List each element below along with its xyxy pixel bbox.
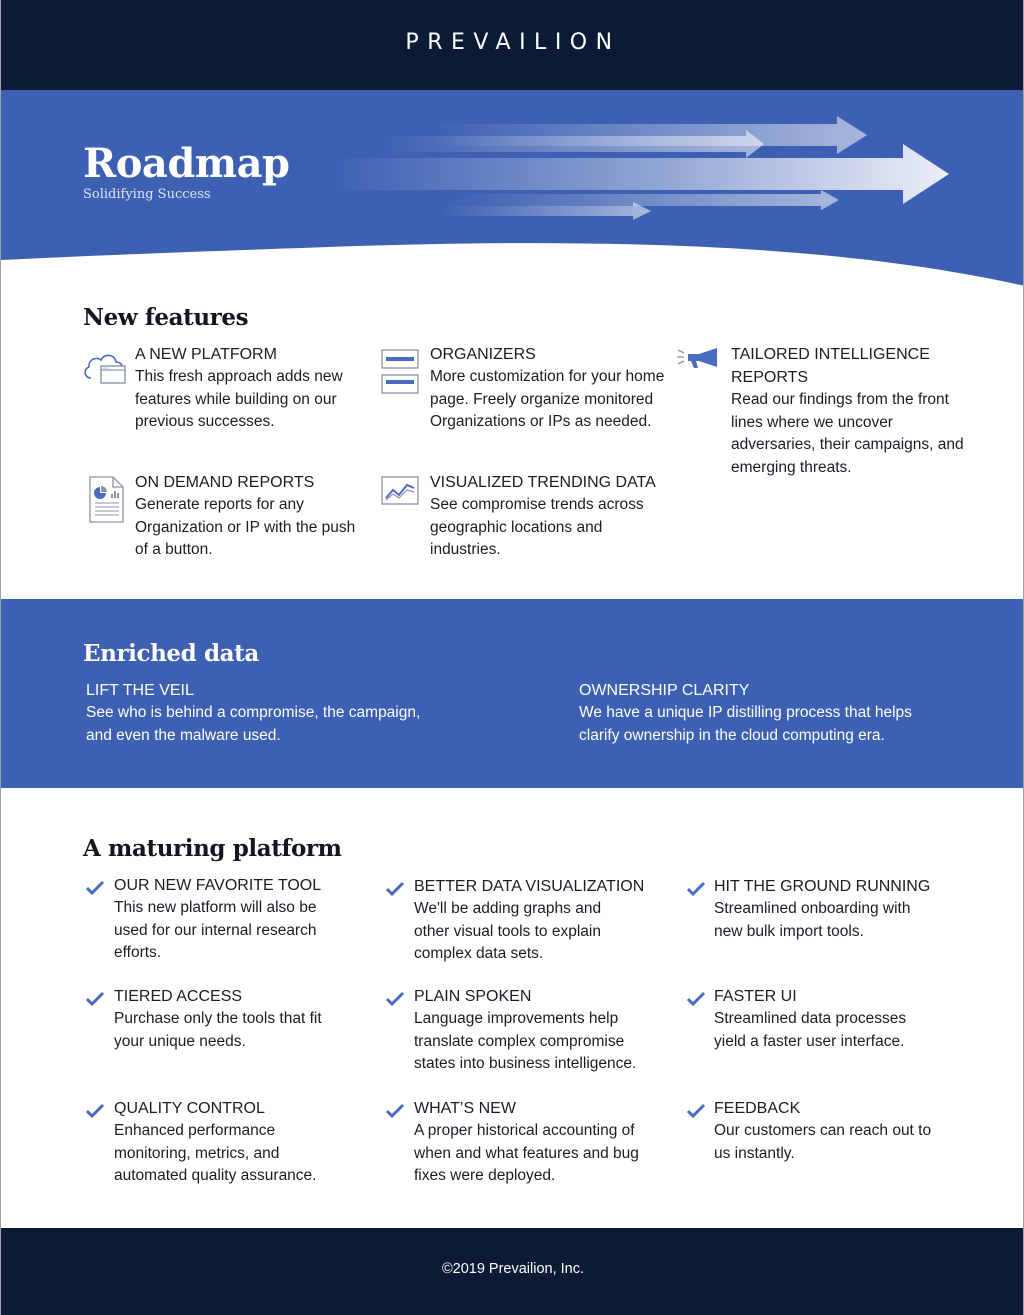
- feature-description: This fresh approach adds new features wh…: [135, 368, 343, 431]
- maturing-title: FASTER UI: [714, 988, 797, 1005]
- maturing-item-plain-spoken: PLAIN SPOKEN Language improvements help …: [414, 985, 654, 1076]
- enriched-item-lift-the-veil: LIFT THE VEIL See who is behind a compro…: [86, 679, 446, 747]
- enriched-item-ownership-clarity: OWNERSHIP CLARITY We have a unique IP di…: [579, 679, 939, 747]
- maturing-description: A proper historical accounting of when a…: [414, 1122, 639, 1185]
- checkmark-icon: [686, 1103, 706, 1119]
- feature-title: TAILORED INTELLIGENCE REPORTS: [731, 346, 930, 386]
- maturing-title: TIERED ACCESS: [114, 988, 243, 1005]
- maturing-item-whats-new: WHAT’S NEW A proper historical accountin…: [414, 1097, 654, 1188]
- footer: ©2019 Prevailion, Inc.: [1, 1228, 1023, 1315]
- maturing-description: Language improvements help translate com…: [414, 1010, 637, 1073]
- maturing-title: OUR NEW FAVORITE TOOL: [114, 877, 322, 894]
- feature-title: VISUALIZED TRENDING DATA: [430, 474, 656, 491]
- feature-description: Read our findings from the front lines w…: [731, 391, 964, 477]
- maturing-item-feedback: FEEDBACK Our customers can reach out to …: [714, 1097, 954, 1165]
- checkmark-icon: [686, 991, 706, 1007]
- maturing-description: We'll be adding graphs and other visual …: [414, 900, 602, 963]
- copyright-text: ©2019 Prevailion, Inc.: [441, 1261, 585, 1277]
- enriched-data-heading: Enriched data: [83, 640, 259, 667]
- new-features-heading: New features: [83, 304, 249, 331]
- enriched-title: LIFT THE VEIL: [86, 682, 194, 699]
- maturing-description: Purchase only the tools that fit your un…: [114, 1010, 322, 1050]
- feature-on-demand-reports: ON DEMAND REPORTS Generate reports for a…: [135, 471, 365, 562]
- feature-description: Generate reports for any Organization or…: [135, 496, 356, 559]
- maturing-item-hit-ground-running: HIT THE GROUND RUNNING Streamlined onboa…: [714, 875, 954, 943]
- maturing-item-faster-ui: FASTER UI Streamlined data processes yie…: [714, 985, 954, 1053]
- maturing-title: FEEDBACK: [714, 1100, 801, 1117]
- top-bar: PREVAILION: [1, 0, 1023, 90]
- report-document-icon: [89, 476, 125, 529]
- checkmark-icon: [686, 881, 706, 897]
- hero-banner: Roadmap Solidifying Success: [1, 90, 1023, 290]
- checkmark-icon: [385, 991, 405, 1007]
- enriched-description: See who is behind a compromise, the camp…: [86, 704, 421, 744]
- maturing-title: QUALITY CONTROL: [114, 1100, 265, 1117]
- checkmark-icon: [85, 880, 105, 896]
- cloud-platform-icon: [81, 350, 127, 389]
- maturing-title: WHAT’S NEW: [414, 1100, 516, 1117]
- megaphone-icon: [677, 346, 721, 375]
- organizer-icon: [381, 349, 419, 402]
- maturing-item-quality-control: QUALITY CONTROL Enhanced performance mon…: [114, 1097, 354, 1188]
- feature-description: More customization for your home page. F…: [430, 368, 665, 431]
- maturing-title: HIT THE GROUND RUNNING: [714, 878, 931, 895]
- maturing-item-tiered-access: TIERED ACCESS Purchase only the tools th…: [114, 985, 354, 1053]
- maturing-title: PLAIN SPOKEN: [414, 988, 532, 1005]
- brand-logo: PREVAILION: [405, 30, 621, 55]
- checkmark-icon: [85, 1103, 105, 1119]
- feature-organizers: ORGANIZERS More customization for your h…: [430, 343, 665, 434]
- maturing-title: BETTER DATA VISUALIZATION: [414, 878, 645, 895]
- enriched-data-band: Enriched data LIFT THE VEIL See who is b…: [1, 599, 1023, 788]
- hero-subtitle: Solidifying Success: [83, 187, 211, 202]
- feature-tailored-reports: TAILORED INTELLIGENCE REPORTS Read our f…: [731, 343, 971, 480]
- maturing-item-data-visualization: BETTER DATA VISUALIZATION We'll be addin…: [414, 875, 654, 966]
- trend-chart-icon: [381, 476, 419, 511]
- maturing-description: Streamlined onboarding with new bulk imp…: [714, 900, 911, 940]
- maturing-description: This new platform will also be used for …: [114, 899, 317, 962]
- feature-description: See compromise trends across geographic …: [430, 496, 644, 559]
- feature-title: A NEW PLATFORM: [135, 346, 277, 363]
- enriched-description: We have a unique IP distilling process t…: [579, 704, 912, 744]
- hero-background: [1, 90, 1023, 286]
- maturing-description: Enhanced performance monitoring, metrics…: [114, 1122, 317, 1185]
- maturing-description: Streamlined data processes yield a faste…: [714, 1010, 907, 1050]
- maturing-description: Our customers can reach out to us instan…: [714, 1122, 932, 1162]
- checkmark-icon: [385, 1103, 405, 1119]
- checkmark-icon: [385, 881, 405, 897]
- feature-new-platform: A NEW PLATFORM This fresh approach adds …: [135, 343, 365, 434]
- enriched-title: OWNERSHIP CLARITY: [579, 682, 750, 699]
- checkmark-icon: [85, 991, 105, 1007]
- hero-title: Roadmap: [83, 140, 290, 187]
- feature-visualized-trending: VISUALIZED TRENDING DATA See compromise …: [430, 471, 670, 562]
- speed-arrows-graphic: [331, 116, 949, 220]
- maturing-item-favorite-tool: OUR NEW FAVORITE TOOL This new platform …: [114, 874, 354, 965]
- maturing-platform-heading: A maturing platform: [83, 835, 342, 862]
- feature-title: ORGANIZERS: [430, 346, 536, 363]
- feature-title: ON DEMAND REPORTS: [135, 474, 315, 491]
